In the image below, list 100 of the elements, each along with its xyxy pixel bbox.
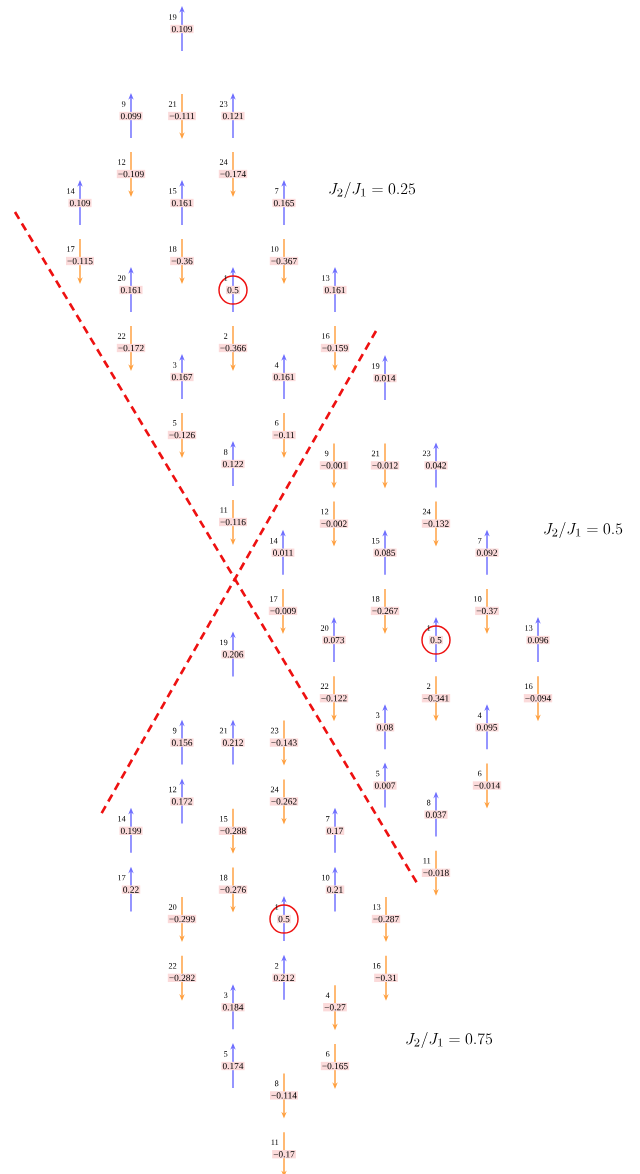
value-label: 0.011 [271,548,295,557]
value-label: 0.206 [221,650,245,659]
value-label: 0.161 [323,285,347,295]
site-number: 1 [427,625,431,631]
value-label: 0.199 [119,826,143,835]
site-number: 12 [169,786,177,793]
site-number: 3 [224,992,228,998]
site-number: 16 [322,333,330,339]
site-number: 6 [325,1051,330,1057]
site-number: 24 [219,159,228,165]
value-label: 0.121 [221,111,245,121]
site-number: 16 [373,963,381,969]
value-label: −0.276 [218,885,248,894]
value-label: 0.21 [325,885,345,894]
site-number: 19 [372,363,380,369]
value-label: −0.111 [168,111,196,121]
site-number: 19 [169,14,177,20]
value-label: 0.5 [429,635,443,645]
site-number: 6 [274,420,279,426]
site-number: 18 [169,246,177,252]
site-number: 19 [220,639,228,646]
value-label: −0.109 [116,169,146,179]
value-label: −0.094 [523,694,553,703]
site-number: 22 [168,963,177,969]
value-label: 0.17 [325,826,345,835]
value-label: −0.143 [269,738,299,747]
value-label: 0.109 [68,198,92,208]
value-label: 0.184 [221,1003,245,1012]
site-number: 4 [274,362,279,368]
value-label: 0.042 [424,461,448,470]
value-label: 0.174 [221,1061,245,1071]
site-number: 12 [118,159,126,165]
value-label: 0.014 [373,373,397,383]
value-label: −0.012 [370,461,400,470]
site-number: 23 [270,727,279,734]
value-label: 0.22 [121,885,141,894]
site-number: 3 [173,362,177,368]
value-label: 0.109 [170,24,194,34]
site-number: 14 [270,538,278,544]
site-number: 24 [422,508,431,515]
site-number: 9 [324,450,329,457]
site-number: 15 [372,537,380,544]
value-label: −0.009 [268,606,298,616]
site-number: 9 [121,101,126,107]
ratio-label: $J_2/J_1 = 0.5$ [544,522,623,538]
value-label: −0.366 [218,343,248,353]
value-label: −0.27 [323,1003,347,1012]
value-label: 0.156 [170,738,194,747]
site-number: 24 [270,786,279,793]
site-number: 21 [219,727,228,734]
value-label: −0.116 [219,517,248,527]
value-label: −0.014 [472,781,502,790]
value-label: −0.262 [269,797,299,806]
value-label: −0.132 [421,519,451,528]
value-label: −0.341 [421,694,451,703]
value-label: −0.174 [218,169,248,179]
site-number: 22 [117,333,126,339]
value-label: 0.161 [170,198,194,208]
site-number: 2 [274,963,279,969]
site-number: 1 [224,275,228,281]
site-number: 13 [322,275,330,281]
value-label: −0.018 [421,868,451,877]
site-number: 23 [219,101,228,107]
value-label: −0.172 [116,343,146,353]
value-label: −0.126 [167,430,197,440]
site-number: 22 [320,683,329,689]
value-label: 0.085 [373,548,397,557]
value-label: 0.08 [375,723,395,732]
site-number: 9 [172,727,177,734]
value-label: 0.212 [221,738,245,747]
site-number: 6 [477,770,482,777]
site-number: 15 [220,816,228,822]
value-label: −0.002 [319,519,349,528]
site-number: 10 [271,246,279,252]
value-label: −0.36 [170,256,194,266]
value-label: −0.287 [371,914,401,924]
value-label: −0.367 [269,256,299,266]
site-number: 17 [67,246,75,252]
value-label: 0.167 [170,372,194,382]
site-number: 11 [423,858,431,864]
site-number: 20 [168,904,177,910]
site-number: 13 [373,904,381,910]
site-number: 4 [477,712,482,719]
site-number: 17 [270,596,278,602]
value-label: −0.267 [370,606,400,616]
site-number: 5 [224,1051,228,1057]
value-label: −0.122 [319,694,349,703]
site-number: 12 [321,508,329,515]
ratio-label: $J_2/J_1 = 0.25$ [329,182,416,198]
value-label: 0.5 [277,914,291,924]
site-number: 10 [322,874,330,881]
site-number: 5 [173,420,177,426]
value-label: −0.17 [272,1150,296,1159]
value-label: 0.037 [424,810,448,819]
site-number: 17 [118,874,126,881]
site-number: 14 [118,816,126,822]
site-number: 11 [271,1139,279,1145]
site-number: 11 [220,507,228,513]
value-label: 0.212 [272,973,296,982]
value-label: 0.095 [475,723,499,732]
